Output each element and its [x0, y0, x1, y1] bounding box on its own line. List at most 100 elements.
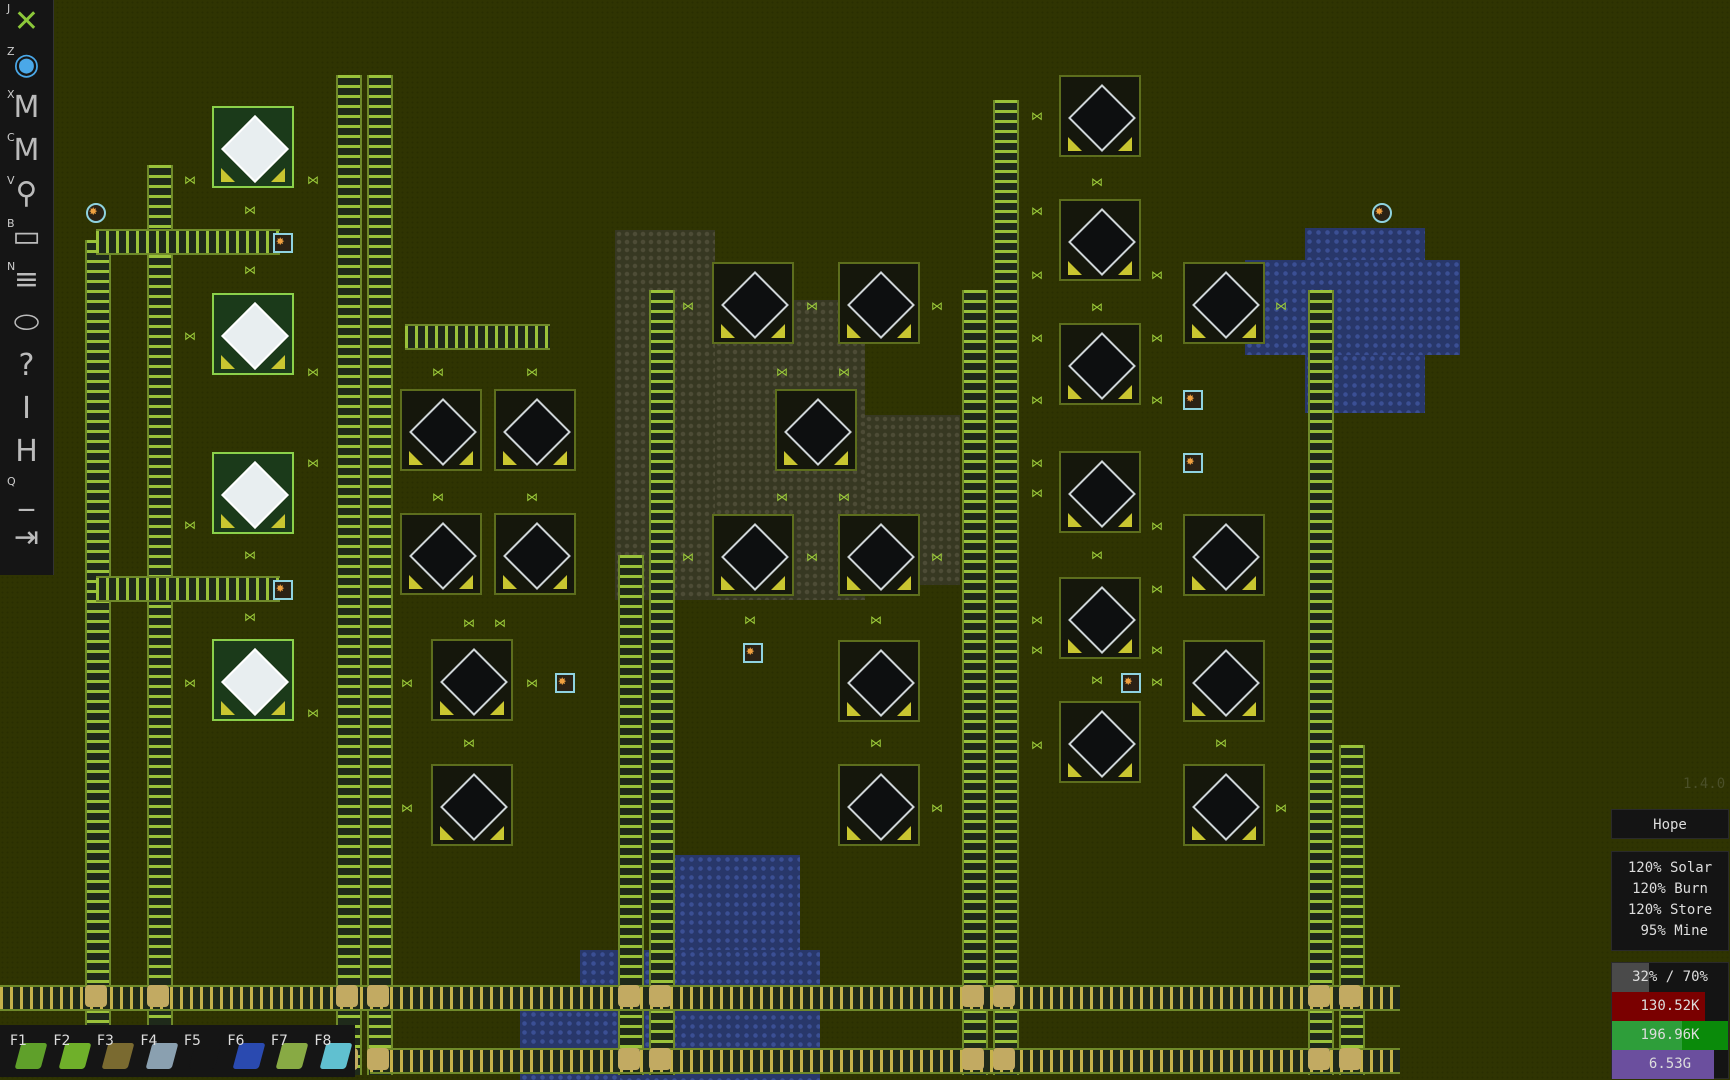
hotbar-slot-f5[interactable]: F5: [178, 1025, 222, 1077]
inserter-icon[interactable]: ⋈: [931, 801, 943, 815]
assembler[interactable]: [1183, 262, 1265, 344]
inserter-icon[interactable]: ⋈: [1151, 643, 1163, 657]
inserter-icon[interactable]: ⋈: [870, 613, 882, 627]
assembler[interactable]: [1059, 451, 1141, 533]
inserter-icon[interactable]: ⋈: [806, 550, 818, 564]
assembler[interactable]: [212, 106, 294, 188]
beacon[interactable]: [273, 580, 293, 600]
toolbar-button-help[interactable]: ?: [0, 344, 53, 387]
toolbar-button-info[interactable]: I: [0, 387, 53, 430]
inserter-icon[interactable]: ⋈: [682, 299, 694, 313]
toolbar-button-drone[interactable]: J✕: [0, 0, 53, 43]
conveyor-belt[interactable]: [1339, 745, 1365, 1075]
belt-junction[interactable]: [618, 1048, 640, 1070]
beacon[interactable]: [1183, 453, 1203, 473]
belt-junction[interactable]: [1339, 1048, 1361, 1070]
conveyor-belt[interactable]: [1308, 290, 1334, 1075]
inserter-icon[interactable]: ⋈: [244, 548, 256, 562]
inserter-icon[interactable]: ⋈: [1275, 299, 1287, 313]
belt-junction[interactable]: [336, 985, 358, 1007]
inserter-icon[interactable]: ⋈: [307, 365, 319, 379]
hotbar-slot-f6[interactable]: F6: [222, 1025, 265, 1077]
inserter-icon[interactable]: ⋈: [682, 550, 694, 564]
assembler[interactable]: [1059, 199, 1141, 281]
belt-junction[interactable]: [367, 1048, 389, 1070]
toolbar-button-exit[interactable]: ⇥: [0, 516, 53, 559]
conveyor-belt[interactable]: [367, 75, 393, 1075]
inserter-icon[interactable]: ⋈: [184, 173, 196, 187]
conveyor-belt[interactable]: [85, 240, 111, 1075]
belt-junction[interactable]: [962, 985, 984, 1007]
assembler[interactable]: [431, 764, 513, 846]
toolbar-button-save[interactable]: B▭: [0, 215, 53, 258]
inserter-icon[interactable]: ⋈: [1031, 738, 1043, 752]
conveyor-belt[interactable]: [962, 290, 988, 1075]
inserter-icon[interactable]: ⋈: [744, 613, 756, 627]
inserter-icon[interactable]: ⋈: [1031, 331, 1043, 345]
inserter-icon[interactable]: ⋈: [526, 490, 538, 504]
beacon[interactable]: [1121, 673, 1141, 693]
toolbar-button-console[interactable]: Q_: [0, 473, 53, 516]
assembler[interactable]: [775, 389, 857, 471]
conveyor-belt[interactable]: [405, 324, 550, 350]
inserter-icon[interactable]: ⋈: [1151, 393, 1163, 407]
inserter-icon[interactable]: ⋈: [184, 329, 196, 343]
inserter-icon[interactable]: ⋈: [1091, 673, 1103, 687]
inserter-icon[interactable]: ⋈: [463, 616, 475, 630]
hotbar-slot-f1[interactable]: F1: [4, 1025, 48, 1077]
assembler[interactable]: [1059, 577, 1141, 659]
conveyor-belt[interactable]: [649, 290, 675, 1075]
assembler[interactable]: [1183, 514, 1265, 596]
inserter-icon[interactable]: ⋈: [244, 263, 256, 277]
assembler[interactable]: [1059, 701, 1141, 783]
inserter-icon[interactable]: ⋈: [1031, 456, 1043, 470]
inserter-icon[interactable]: ⋈: [776, 490, 788, 504]
inserter-icon[interactable]: ⋈: [1151, 268, 1163, 282]
assembler[interactable]: [431, 639, 513, 721]
belt-junction[interactable]: [993, 1048, 1015, 1070]
inserter-icon[interactable]: ⋈: [307, 456, 319, 470]
belt-junction[interactable]: [85, 985, 107, 1007]
assembler[interactable]: [494, 389, 576, 471]
belt-junction[interactable]: [649, 1048, 671, 1070]
inserter-icon[interactable]: ⋈: [1031, 486, 1043, 500]
inserter-icon[interactable]: ⋈: [1031, 109, 1043, 123]
inserter-icon[interactable]: ⋈: [401, 676, 413, 690]
inserter-icon[interactable]: ⋈: [432, 490, 444, 504]
hotbar-slot-f3[interactable]: F3: [91, 1025, 135, 1077]
assembler[interactable]: [712, 514, 794, 596]
assembler[interactable]: [494, 513, 576, 595]
inserter-icon[interactable]: ⋈: [401, 801, 413, 815]
inserter-icon[interactable]: ⋈: [494, 616, 506, 630]
assembler[interactable]: [400, 513, 482, 595]
inserter-icon[interactable]: ⋈: [1275, 801, 1287, 815]
assembler[interactable]: [1059, 323, 1141, 405]
inserter-icon[interactable]: ⋈: [1091, 548, 1103, 562]
inserter-icon[interactable]: ⋈: [526, 365, 538, 379]
assembler[interactable]: [838, 514, 920, 596]
hotbar-slot-f4[interactable]: F4: [135, 1025, 178, 1077]
belt-junction[interactable]: [147, 985, 169, 1007]
belt-junction[interactable]: [618, 985, 640, 1007]
toolbar-button-list[interactable]: N≡: [0, 258, 53, 301]
inserter-icon[interactable]: ⋈: [1031, 643, 1043, 657]
assembler[interactable]: [1183, 640, 1265, 722]
belt-junction[interactable]: [962, 1048, 984, 1070]
assembler[interactable]: [1059, 75, 1141, 157]
assembler[interactable]: [838, 262, 920, 344]
inserter-icon[interactable]: ⋈: [307, 706, 319, 720]
assembler[interactable]: [838, 640, 920, 722]
inserter-icon[interactable]: ⋈: [838, 490, 850, 504]
conveyor-belt[interactable]: [147, 165, 173, 1075]
assembler[interactable]: [712, 262, 794, 344]
inserter-icon[interactable]: ⋈: [1031, 268, 1043, 282]
conveyor-belt[interactable]: [96, 576, 280, 602]
inserter-icon[interactable]: ⋈: [931, 550, 943, 564]
inserter-icon[interactable]: ⋈: [1031, 204, 1043, 218]
toolbar-button-ring[interactable]: ⬭: [0, 301, 53, 344]
inserter-icon[interactable]: ⋈: [838, 365, 850, 379]
inserter-icon[interactable]: ⋈: [184, 518, 196, 532]
inserter-icon[interactable]: ⋈: [1031, 613, 1043, 627]
